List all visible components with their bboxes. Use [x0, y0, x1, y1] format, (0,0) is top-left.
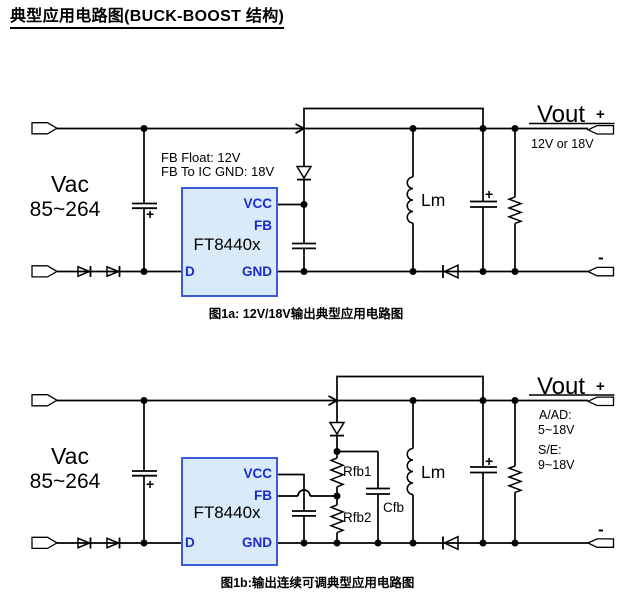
pin-gnd-1a: GND	[242, 264, 272, 279]
vout-voltage-a-range-1b: 5~18V	[538, 423, 575, 437]
vcc-capacitor-1b	[292, 510, 316, 517]
pin-gnd-1b: GND	[242, 535, 272, 550]
vout-label-1a: Vout	[537, 101, 586, 128]
vcc-capacitor-1a	[292, 242, 316, 250]
ic-box-1a	[181, 187, 278, 297]
page-title: 典型应用电路图(BUCK-BOOST 结构)	[10, 9, 285, 29]
vout-voltage-s-range-1b: 9~18V	[538, 458, 575, 472]
caption-1a: 图1a: 12V/18V输出典型应用电路图	[208, 307, 404, 321]
vout-connector-1b	[586, 396, 615, 407]
vcc-diode-1a	[295, 165, 313, 181]
load-resistor-branch-1b	[506, 400, 524, 543]
caption-1b: 图1b:输出连续可调典型应用电路图	[220, 576, 415, 590]
bridge-diode-2-1a	[106, 265, 121, 278]
vac-label-1b: Vac	[51, 443, 89, 469]
cfb-branch-1b	[337, 450, 390, 543]
inductor-branch-1a	[406, 128, 414, 272]
pin-fb-1a: FB	[254, 218, 272, 233]
inductor-label-1b: Lm	[421, 462, 446, 482]
vac-range-1b: 85~264	[29, 470, 101, 493]
input-connector-top-1a	[31, 122, 59, 135]
output-capacitor-branch-1a	[470, 128, 497, 272]
vout-plus-1a: +	[596, 106, 605, 123]
input-connector-bottom-1b	[31, 536, 59, 550]
vout-voltage-a-1b: A/AD:	[539, 408, 572, 422]
output-cap-plus-1b: +	[485, 453, 494, 469]
fb-wire-with-hop-1b	[277, 489, 337, 497]
vac-range-1a: 85~264	[29, 198, 101, 221]
ic-part-1b: FT8440x	[193, 503, 261, 522]
vout-connector-1a	[586, 124, 615, 135]
freewheel-diode-1b	[442, 535, 459, 551]
circuit-1a	[31, 107, 615, 297]
pin-fb-1b: FB	[254, 488, 272, 503]
rfb1-resistor	[328, 457, 346, 488]
vout-minus-1b: -	[598, 520, 604, 539]
gnd-connector-1a	[586, 266, 615, 277]
circuit-1b	[31, 375, 615, 566]
freewheel-diode-1a	[442, 264, 459, 279]
vout-plus-1b: +	[596, 378, 605, 395]
vout-voltage-1a: 12V or 18V	[531, 137, 594, 151]
pin-d-1b: D	[185, 535, 195, 550]
pin-vcc-1b: VCC	[243, 466, 272, 481]
rfb1-label: Rfb1	[343, 464, 372, 479]
rfb2-resistor	[328, 504, 346, 534]
vout-minus-1a: -	[598, 248, 604, 267]
bridge-diode-1-1b	[77, 537, 92, 549]
input-connector-top-1b	[31, 394, 59, 407]
fb-note-line2: FB To IC GND: 18V	[161, 164, 275, 179]
bridge-diode-2-1b	[106, 537, 121, 549]
input-connector-bottom-1a	[31, 265, 59, 278]
feedback-divider-branch-1b	[328, 400, 346, 543]
pin-vcc-1a: VCC	[243, 196, 272, 211]
ic-box-1b	[181, 457, 278, 566]
output-capacitor-branch-1b	[470, 400, 497, 543]
input-cap-plus-1b: +	[146, 476, 155, 492]
rfb2-label: Rfb2	[343, 510, 372, 525]
vac-label-1a: Vac	[51, 171, 89, 197]
ic-part-1a: FT8440x	[193, 235, 261, 254]
vout-voltage-s-1b: S/E:	[538, 443, 562, 457]
load-resistor-branch-1a	[506, 128, 524, 272]
vcc-branch-1a	[277, 128, 316, 272]
bypass-wire-1b	[336, 375, 484, 401]
output-cap-plus-1a: +	[485, 186, 494, 202]
input-capacitor-1b	[132, 400, 157, 543]
vout-label-1b: Vout	[537, 373, 586, 400]
fb-note-line1: FB Float: 12V	[161, 150, 241, 165]
divider-diode-1b	[328, 421, 346, 437]
inductor-branch-1b	[406, 400, 414, 543]
cfb-label: Cfb	[383, 500, 405, 515]
inductor-label-1a: Lm	[421, 190, 446, 210]
input-capacitor-1a	[132, 128, 157, 272]
junction-dots-1b	[140, 397, 519, 547]
input-cap-plus-1a: +	[146, 206, 155, 222]
bypass-wire-1a	[303, 107, 484, 129]
junction-dots-1a	[140, 125, 519, 275]
bridge-diode-1-1a	[77, 265, 92, 278]
pin-d-1a: D	[185, 264, 195, 279]
vcc-branch-1b	[277, 473, 316, 543]
gnd-connector-1b	[586, 538, 615, 548]
